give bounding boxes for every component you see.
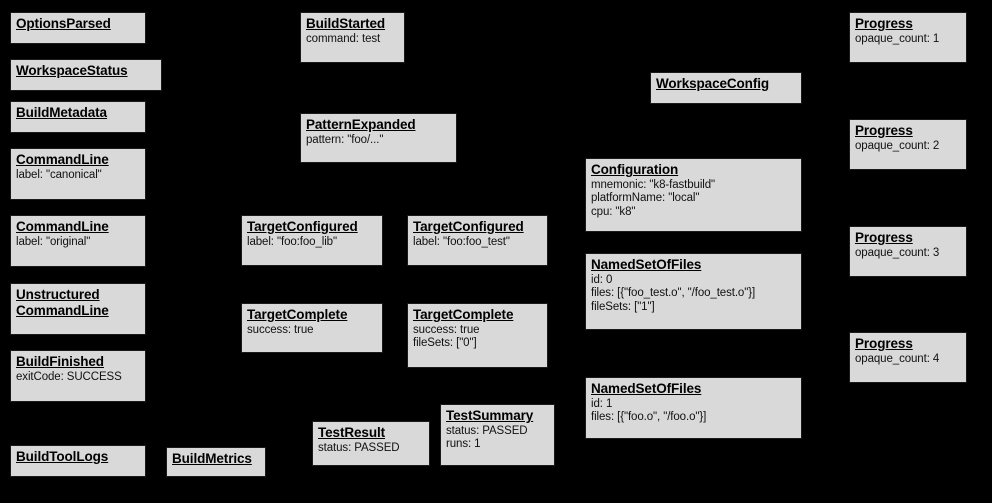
event-node-field: id: 1 — [591, 397, 613, 410]
event-node-title: Progress — [855, 230, 913, 245]
event-node-field: opaque_count: 2 — [855, 139, 940, 152]
event-node-title: WorkspaceConfig — [656, 76, 770, 91]
event-node-fields: opaque_count: 1 — [855, 33, 961, 47]
event-node-title: OptionsParsed — [16, 16, 111, 31]
event-node-field: label: "canonical" — [16, 168, 102, 181]
event-node-title: Unstructured CommandLine — [16, 287, 109, 318]
event-node-field: mnemonic: "k8-fastbuild" — [591, 178, 716, 191]
event-node-title: TargetConfigured — [247, 219, 358, 234]
event-node-fields: success: true — [247, 324, 377, 338]
event-node-field: label: "foo:foo_lib" — [247, 235, 337, 248]
event-node-title: CommandLine — [16, 219, 109, 234]
event-node-field: fileSets: ["0"] — [413, 337, 477, 350]
event-node-field: id: 0 — [591, 273, 613, 286]
event-node-field: status: PASSED — [318, 441, 400, 454]
event-node-field: platformName: "local" — [591, 192, 700, 205]
event-node-field: pattern: "foo/..." — [306, 133, 384, 146]
event-node-title: Configuration — [591, 162, 679, 177]
event-node-field: cpu: "k8" — [591, 206, 636, 219]
event-node-field: files: [{"foo.o", "/foo.o"}] — [591, 411, 707, 424]
event-node-title: NamedSetOfFiles — [591, 257, 702, 272]
event-node-field: label: "foo:foo_test" — [413, 235, 510, 248]
event-node-workspace-status[interactable]: WorkspaceStatus — [10, 59, 162, 91]
event-node-fields: label: "original" — [16, 236, 140, 250]
event-node-title: TargetComplete — [413, 307, 514, 322]
event-node-fields: label: "canonical" — [16, 169, 140, 183]
event-node-field: fileSets: ["1"] — [591, 301, 655, 314]
event-node-field: opaque_count: 1 — [855, 32, 940, 45]
event-node-fields: label: "foo:foo_lib" — [247, 236, 377, 250]
event-node-field: status: PASSED — [446, 424, 528, 437]
event-node-fields: opaque_count: 4 — [855, 353, 961, 367]
event-node-field: runs: 1 — [446, 438, 481, 451]
event-node-field: exitCode: SUCCESS — [16, 370, 122, 383]
event-node-fields: opaque_count: 3 — [855, 247, 961, 261]
event-node-fields: opaque_count: 2 — [855, 140, 961, 154]
event-node-title: TargetConfigured — [413, 219, 524, 234]
event-node-title: BuildFinished — [16, 354, 104, 369]
event-node-field: success: true — [247, 323, 314, 336]
event-node-fields: label: "foo:foo_test" — [413, 236, 542, 250]
event-node-field: opaque_count: 4 — [855, 352, 940, 365]
event-node-title: PatternExpanded — [306, 117, 416, 132]
event-node-fields: command: test — [306, 33, 399, 47]
event-node-field: opaque_count: 3 — [855, 246, 940, 259]
event-node-fields: exitCode: SUCCESS — [16, 371, 140, 385]
event-node-title: CommandLine — [16, 152, 109, 167]
event-node-title: TestResult — [318, 425, 386, 440]
event-node-build-metrics[interactable]: BuildMetrics — [166, 447, 266, 477]
event-node-title: Progress — [855, 16, 913, 31]
event-node-options-parsed[interactable]: OptionsParsed — [10, 12, 146, 44]
event-node-field: success: true — [413, 323, 480, 336]
event-node-build-tool-logs[interactable]: BuildToolLogs — [10, 445, 146, 477]
event-node-fields: status: PASSED — [318, 442, 424, 456]
event-node-title: Progress — [855, 123, 913, 138]
event-node-field: command: test — [306, 32, 381, 45]
event-node-title: BuildMetrics — [172, 451, 252, 466]
event-node-unstructured-command-line[interactable]: Unstructured CommandLine — [10, 283, 146, 335]
event-node-title: TargetComplete — [247, 307, 348, 322]
event-node-workspace-config[interactable]: WorkspaceConfig — [650, 72, 802, 104]
event-node-title: WorkspaceStatus — [16, 63, 128, 78]
event-node-fields: mnemonic: "k8-fastbuild"platformName: "l… — [591, 179, 796, 220]
event-node-fields: pattern: "foo/..." — [306, 134, 451, 148]
event-node-title: TestSummary — [446, 408, 534, 423]
event-node-title: NamedSetOfFiles — [591, 381, 702, 396]
event-node-field: files: [{"foo_test.o", "/foo_test.o"}] — [591, 287, 756, 300]
event-node-title: BuildToolLogs — [16, 449, 109, 464]
event-node-build-metadata[interactable]: BuildMetadata — [10, 101, 146, 133]
event-node-title: Progress — [855, 336, 913, 351]
event-node-field: label: "original" — [16, 235, 91, 248]
event-node-title: BuildMetadata — [16, 105, 107, 120]
event-node-title: BuildStarted — [306, 16, 386, 31]
